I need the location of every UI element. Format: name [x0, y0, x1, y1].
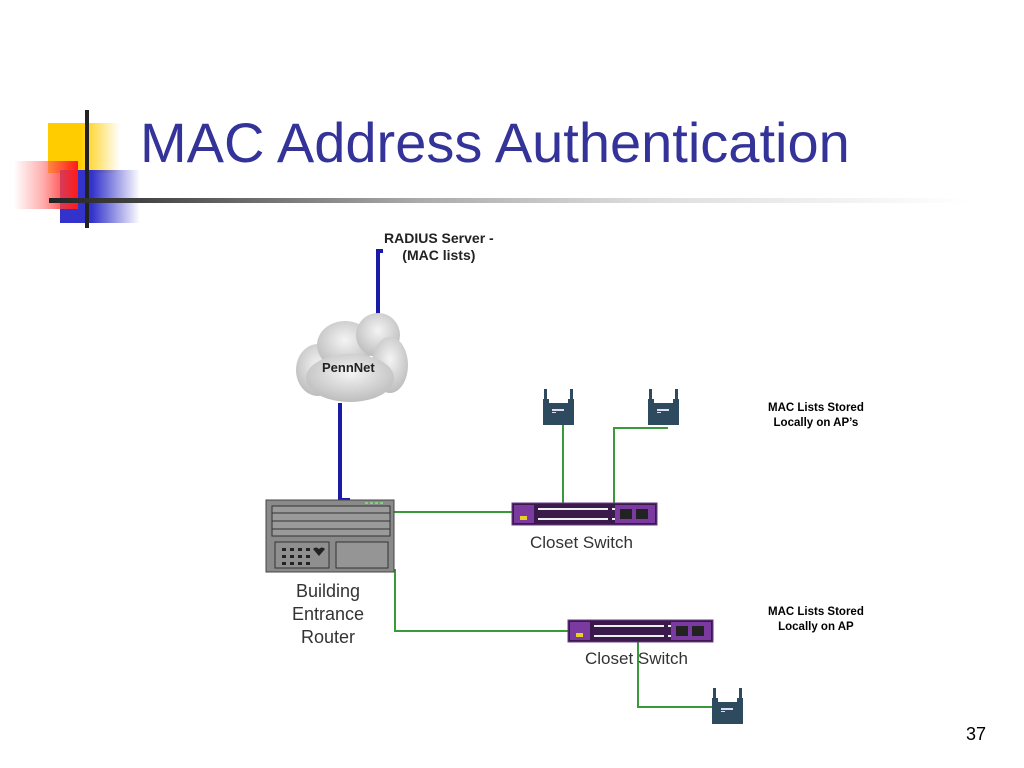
radius-server-label-line1: RADIUS Server -	[384, 230, 494, 246]
radius-server-label: RADIUS Server - (MAC lists)	[384, 230, 494, 264]
router-label-line2: Entrance	[292, 604, 365, 624]
link-router-to-switch2	[393, 569, 568, 632]
router-icon	[265, 499, 395, 573]
pennnet-label: PennNet	[322, 360, 375, 375]
access-point-3-icon	[712, 688, 743, 724]
ap-note-2-line2: Locally on AP	[778, 621, 854, 633]
ap-note-1-line1: MAC Lists Stored	[768, 402, 864, 414]
closet-switch-1-icon	[511, 502, 658, 526]
router-label: Building Entrance Router	[292, 580, 364, 649]
slide-title: MAC Address Authentication	[140, 111, 850, 174]
radius-server-label-line2: (MAC lists)	[402, 247, 476, 263]
uplink-cloud-to-router	[338, 403, 350, 502]
ap-note-1-line2: Locally on AP’s	[773, 417, 859, 429]
link-switch1-to-ap2	[613, 427, 668, 504]
closet-switch-2-label: Closet Switch	[585, 649, 688, 668]
link-switch2-to-ap3	[637, 638, 712, 708]
router-label-line1: Building	[296, 581, 361, 601]
page-number: 37	[966, 724, 987, 744]
ap-note-2: MAC Lists Stored Locally on AP	[768, 605, 864, 635]
decorative-vertical-line	[85, 110, 89, 228]
closet-switch-1-label: Closet Switch	[530, 533, 633, 552]
closet-switch-2-icon	[567, 619, 714, 643]
router-label-line3: Router	[301, 627, 356, 647]
uplink-radius-to-cloud	[376, 249, 383, 318]
ap-note-2-line1: MAC Lists Stored	[768, 606, 864, 618]
ap-note-1: MAC Lists Stored Locally on AP’s	[768, 401, 864, 431]
access-point-1-icon	[543, 389, 574, 425]
pennnet-cloud-icon	[296, 313, 408, 402]
access-point-2-icon	[648, 389, 679, 425]
title-underline	[49, 198, 969, 203]
